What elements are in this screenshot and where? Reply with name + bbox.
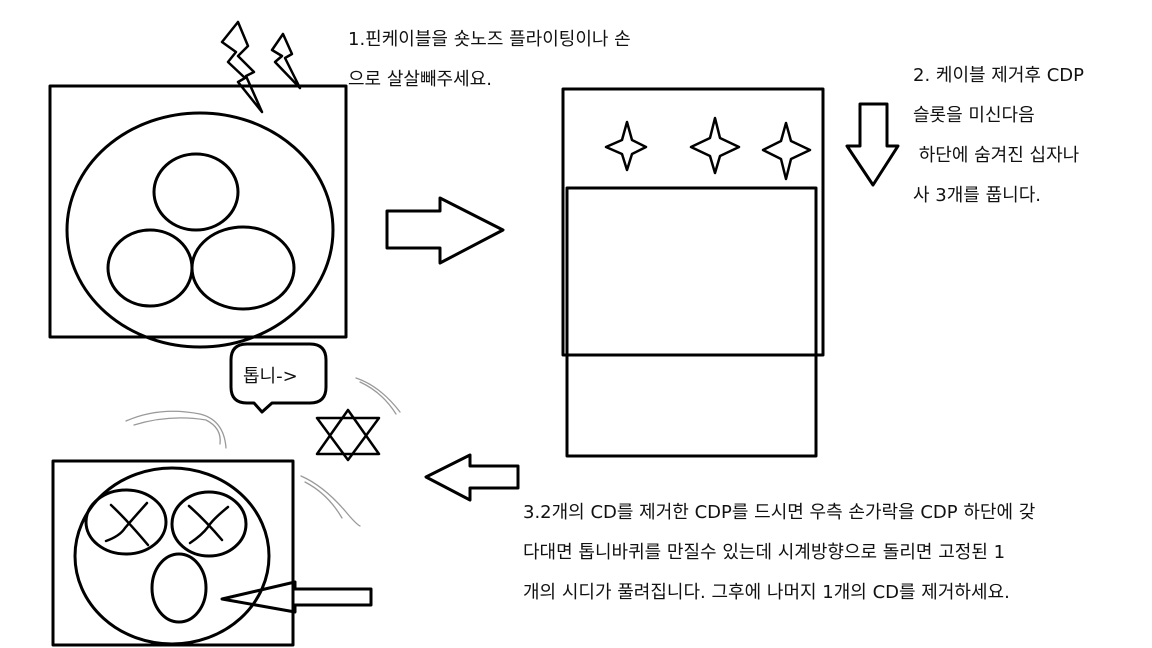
disc-remaining xyxy=(150,552,208,624)
step3-line3: 개의 시디가 풀려집니다. 그후에 나머지 1개의 CD를 제거하세요. xyxy=(523,582,1010,603)
disc-tray-outline-3 xyxy=(73,466,271,646)
cdp-frame-2 xyxy=(561,87,825,357)
disc-left xyxy=(106,228,194,308)
arrow-left-icon xyxy=(424,453,520,502)
star-icon-3 xyxy=(761,121,812,181)
step3-line2: 다대면 톱니바퀴를 만질수 있는데 시계방향으로 돌리면 고정된 1 xyxy=(523,542,1006,563)
speech-bubble xyxy=(229,342,328,414)
lightning-icon xyxy=(220,20,302,114)
step3-line1: 3.2개의 CD를 제거한 CDP를 드시면 우측 손가락을 CDP 하단에 갖 xyxy=(523,502,1036,523)
cdp-frame-1 xyxy=(48,84,348,339)
step2-line2: 슬롯을 미신다음 xyxy=(913,105,1035,126)
arrow-down-icon xyxy=(845,102,900,187)
disc-tray-outline-1 xyxy=(65,111,335,349)
star-icon-2 xyxy=(689,116,741,175)
arrow-pointer-icon xyxy=(220,580,373,614)
disc-top xyxy=(152,152,240,232)
cdp-slot-tray xyxy=(565,186,818,458)
cross-marks xyxy=(104,501,230,547)
disc-removed-left xyxy=(84,488,168,556)
star-icon-1 xyxy=(604,120,648,172)
cdp-front-view xyxy=(561,87,825,458)
step2-line3: 하단에 숨겨진 십자나 xyxy=(913,145,1080,166)
step2-line1: 2. 케이블 제거후 CDP xyxy=(913,65,1084,86)
gear-star-icon xyxy=(315,408,381,462)
cdp-top-view-three-discs xyxy=(48,84,348,349)
cdp-frame-3 xyxy=(51,459,295,647)
bubble-label: 톱니-> xyxy=(243,366,298,387)
arrow-right-icon xyxy=(385,196,505,265)
cdp-bottom-view xyxy=(51,459,295,647)
step2-line4: 사 3개를 풉니다. xyxy=(913,185,1041,206)
disc-removed-right xyxy=(170,490,248,558)
sketch-strokes xyxy=(125,377,401,527)
disc-right xyxy=(190,225,296,311)
step1-line1: 1.핀케이블을 숏노즈 플라이팅이나 손 xyxy=(348,29,631,50)
screw-star-icons xyxy=(604,116,812,181)
step1-line2: 으로 살살빼주세요. xyxy=(348,69,492,90)
